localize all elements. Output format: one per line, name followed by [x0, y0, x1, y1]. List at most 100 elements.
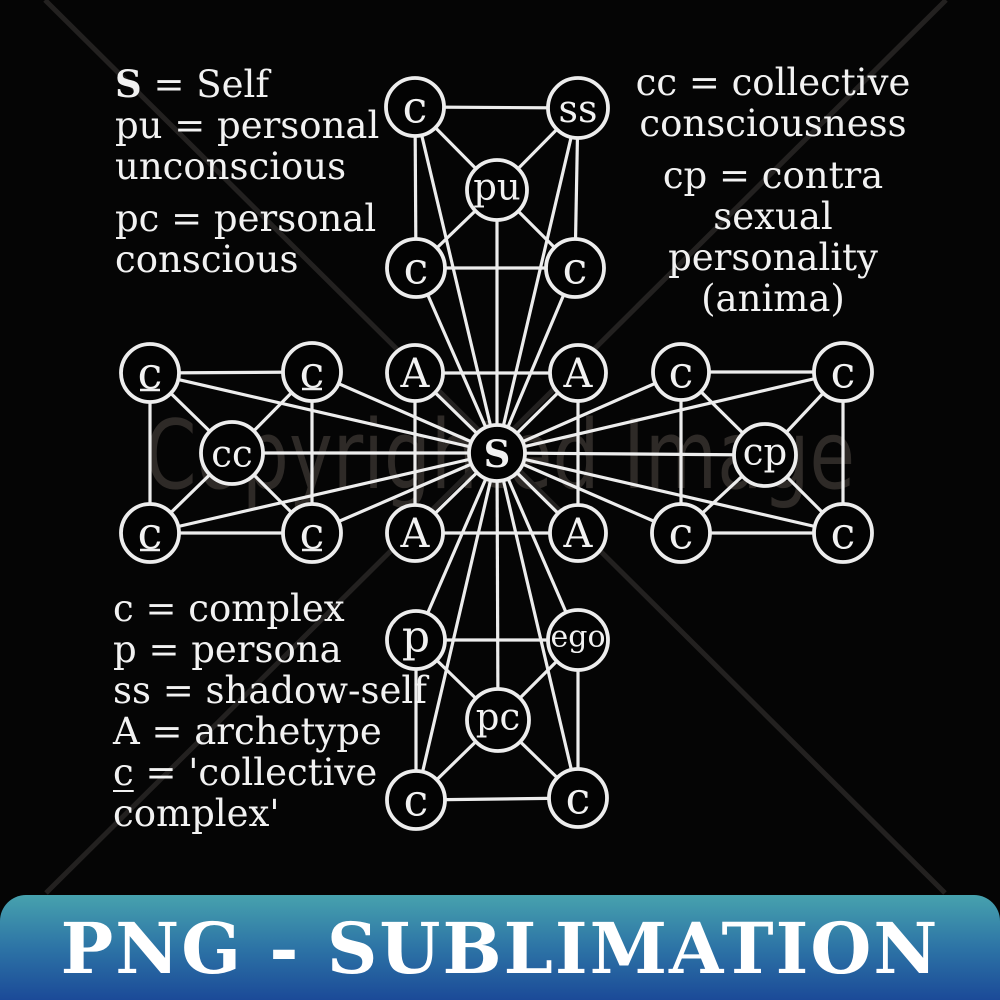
node-pc: pc [465, 687, 531, 753]
node-circle-S [467, 423, 527, 483]
edge-S-ss [495, 107, 580, 454]
node-label-c4: c [404, 776, 429, 827]
edge-S-R1 [496, 370, 682, 455]
legend-line: A = archetype [113, 710, 382, 753]
node-circle-R2 [812, 341, 874, 403]
legend-line: ss = shadow-self [113, 669, 427, 712]
node-label-c5: c [566, 774, 591, 825]
node-circle-A3 [385, 503, 445, 563]
node-A3: A [385, 503, 445, 563]
node-c4: c [385, 769, 447, 831]
node-p: p [385, 609, 447, 671]
edge-S-p [414, 452, 499, 641]
node-label-c3: c [563, 244, 588, 295]
edge-S-L1 [149, 371, 498, 455]
legend-line: unconscious [115, 145, 347, 188]
node-label-A3: A [400, 511, 431, 557]
node-A2: A [548, 343, 608, 403]
node-circle-c1 [384, 76, 446, 138]
node-circle-ss [546, 76, 610, 140]
edge-S-c4 [414, 452, 499, 801]
node-label-L4: c [300, 509, 325, 560]
legend-line: consciousness [639, 102, 907, 145]
edge-S-c5 [495, 452, 580, 799]
node-circle-L1 [119, 342, 181, 404]
node-L1: c [119, 342, 181, 404]
node-circle-c2 [385, 237, 447, 299]
node-label-L3: c [138, 509, 163, 560]
node-label-A4: A [563, 511, 594, 557]
node-label-L2: c [300, 348, 325, 399]
node-label-ss: ss [558, 87, 597, 131]
edge-S-c2 [414, 267, 499, 454]
legend-line: S = Self [115, 62, 270, 106]
node-label-cc: cc [211, 433, 252, 476]
node-circle-R4 [812, 502, 874, 564]
node-label-pc: pc [476, 696, 520, 739]
node-A4: A [548, 503, 608, 563]
node-label-L1: c [138, 349, 163, 400]
node-ss: ss [546, 76, 610, 140]
node-S: S [467, 423, 527, 483]
node-R1: c [651, 342, 711, 402]
edge-S-L2 [311, 370, 498, 455]
legend-line: c = complex [113, 587, 345, 630]
node-c5: c [547, 767, 609, 829]
node-label-S: S [484, 432, 511, 476]
node-circle-L4 [281, 502, 343, 564]
legend-line: personality [668, 236, 878, 279]
node-circle-c5 [547, 767, 609, 829]
node-pu: pu [465, 158, 529, 222]
node-label-R1: c [669, 348, 694, 399]
banner: PNG - SUBLIMATION [0, 895, 1000, 1000]
node-c3: c [544, 237, 606, 299]
legend-line: sexual [713, 195, 833, 238]
edge-S-ego [495, 452, 580, 641]
edge-S-R3 [496, 451, 682, 535]
node-R3: c [650, 502, 712, 564]
node-circle-ego [546, 608, 610, 672]
node-circle-A1 [385, 343, 445, 403]
node-R2: c [812, 341, 874, 403]
node-L4: c [281, 502, 343, 564]
node-circle-c4 [385, 769, 447, 831]
legend-line: pc = personal [115, 197, 377, 240]
node-ego: ego [546, 608, 610, 672]
node-label-A2: A [563, 351, 594, 397]
edge-S-L4 [311, 451, 498, 535]
legend-line: (anima) [701, 277, 845, 320]
node-label-R4: c [831, 509, 856, 560]
edge-S-cp [496, 451, 766, 457]
node-label-pu: pu [473, 166, 521, 209]
legend-line: conscious [115, 238, 299, 281]
node-circle-L3 [119, 502, 181, 564]
node-label-A1: A [400, 351, 431, 397]
node-circle-cp [732, 422, 798, 488]
node-circle-R1 [651, 342, 711, 402]
edge-S-L3 [149, 451, 498, 535]
node-cp: cp [732, 422, 798, 488]
node-R4: c [812, 502, 874, 564]
node-label-R3: c [669, 509, 694, 560]
edge-S-R4 [496, 451, 844, 535]
node-circle-cc [199, 420, 265, 486]
node-circle-A2 [548, 343, 608, 403]
edge-S-R2 [496, 370, 844, 455]
node-label-p: p [402, 612, 430, 663]
node-A1: A [385, 343, 445, 403]
legend-line: p = persona [113, 628, 342, 671]
node-label-R2: c [831, 348, 856, 399]
legend-line: cp = contra [662, 154, 884, 197]
node-label-ego: ego [550, 620, 605, 655]
node-circle-L2 [281, 341, 343, 403]
node-label-cp: cp [743, 431, 787, 474]
